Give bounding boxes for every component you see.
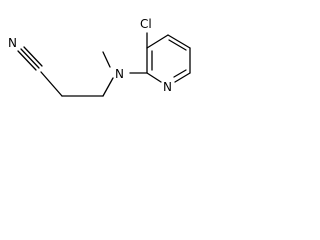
chlorine-label: Cl <box>140 17 152 31</box>
ring-bond-c4-c5-double <box>168 39 187 51</box>
bond-n-ch2 <box>102 77 114 97</box>
amine-nitrogen-label: N <box>115 67 124 81</box>
pyridine-ring <box>146 34 191 83</box>
ring-bond-n1-c2 <box>146 72 162 83</box>
chemical-structure: Cl N N N <box>8 17 191 97</box>
triple-bond-line-1 <box>20 48 40 69</box>
triple-bond-line-3 <box>17 50 37 71</box>
bond-n-methyl <box>102 51 111 68</box>
nitrile-triple-bond <box>17 46 43 71</box>
bond-ch2-cn <box>40 71 63 97</box>
ring-bond-c4-c5 <box>167 34 191 49</box>
ring-bond-c6-n1-double <box>173 69 187 78</box>
ring-nitrogen-label: N <box>163 80 172 94</box>
ring-bond-c3-c4 <box>146 34 169 49</box>
triple-bond-line-2 <box>23 46 43 67</box>
ring-bond-c6-n1 <box>174 72 191 83</box>
nitrile-nitrogen-label: N <box>8 36 17 50</box>
